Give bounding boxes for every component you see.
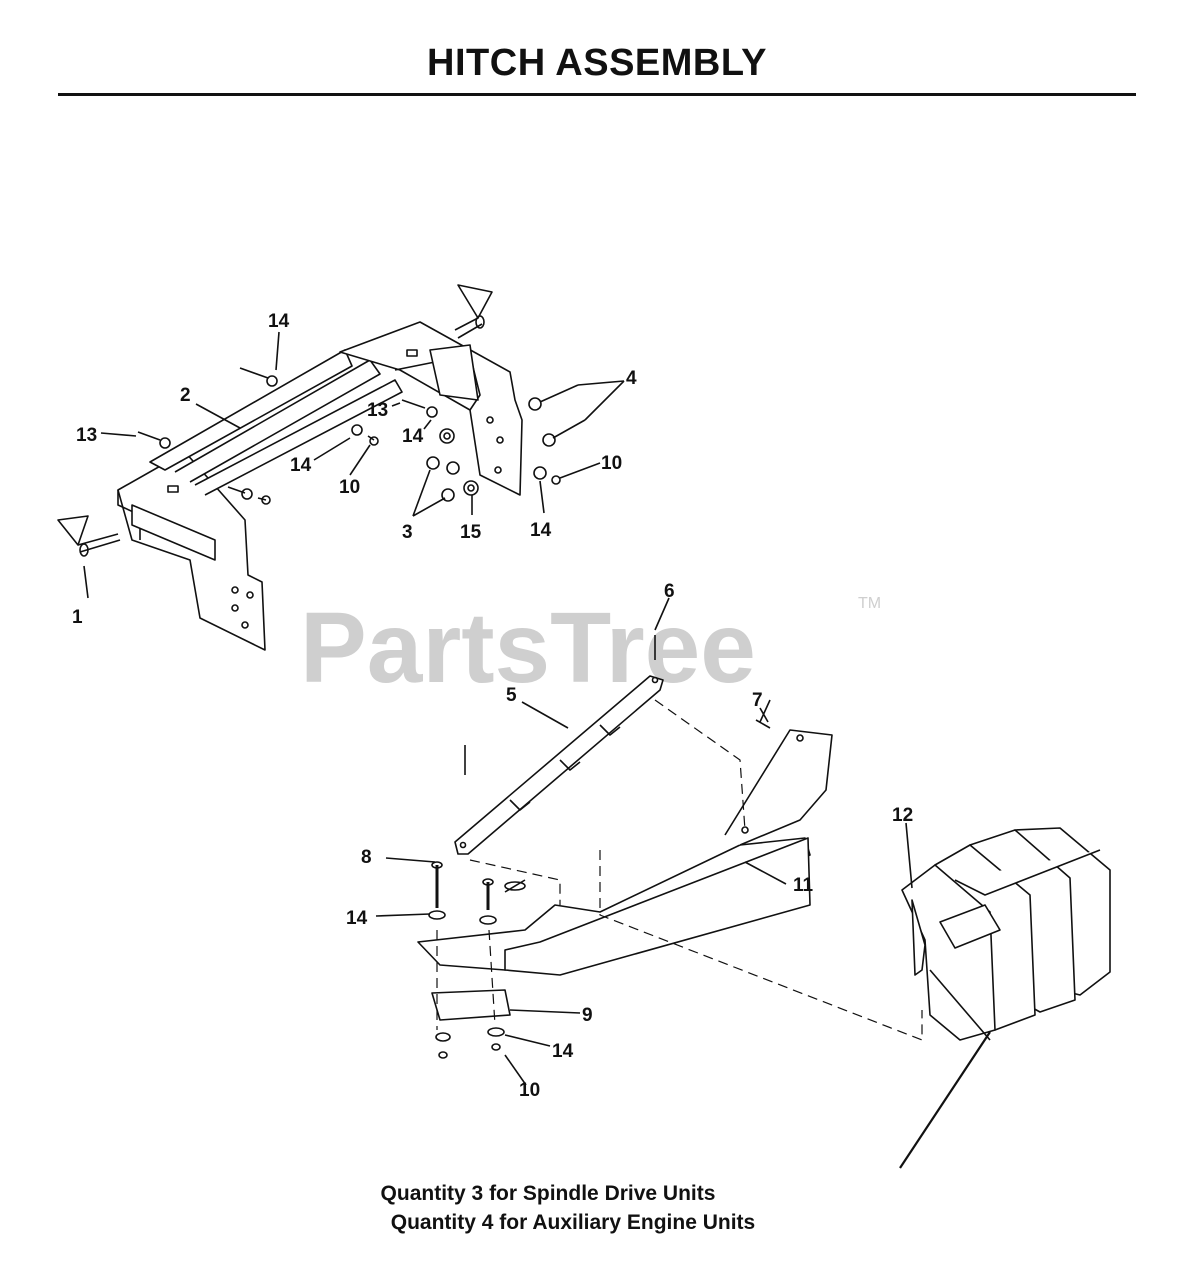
upper-hardware	[137, 367, 586, 505]
callout-8: 8	[361, 847, 372, 868]
weight-quantity-note-spindle: Quantity 3 for Spindle Drive Units	[380, 1182, 716, 1205]
weight-bracket	[417, 699, 833, 976]
callout-10-lower: 10	[519, 1080, 540, 1101]
callout-14-center: 14	[402, 426, 424, 447]
watermark-text: PartsTree	[300, 592, 756, 704]
callout-4: 4	[626, 368, 637, 389]
callout-5: 5	[506, 685, 517, 706]
title-divider	[58, 93, 1136, 96]
page-title: HITCH ASSEMBLY	[427, 42, 767, 84]
callout-10-right: 10	[601, 453, 622, 474]
hitch-frame	[117, 321, 523, 651]
callout-1: 1	[72, 607, 83, 628]
callout-13-right: 13	[367, 400, 388, 421]
callout-15: 15	[460, 522, 482, 543]
callout-6: 6	[664, 581, 675, 602]
callout-labels: 1 2 3 4 5 6 7 8 9 10 10 10 11 12 13 13 1…	[72, 311, 913, 1101]
callout-9: 9	[582, 1005, 593, 1026]
callout-11: 11	[793, 875, 814, 896]
callout-2: 2	[180, 385, 191, 406]
suitcase-weights	[901, 827, 1111, 1041]
callout-14-top: 14	[268, 311, 290, 332]
hitch-bar	[454, 635, 664, 855]
callout-3: 3	[402, 522, 413, 543]
callout-14-left: 14	[290, 455, 312, 476]
hitch-pin-left	[57, 515, 121, 557]
callout-12: 12	[892, 805, 913, 826]
hitch-pin-right	[454, 284, 493, 339]
leader-lines	[83, 331, 991, 1169]
callout-14-lower: 14	[552, 1041, 574, 1062]
weight-quantity-note-auxiliary: Quantity 4 for Auxiliary Engine Units	[390, 1211, 756, 1234]
callout-14-bracket: 14	[346, 908, 368, 929]
lower-plate	[431, 989, 511, 1021]
callout-10-upper: 10	[339, 477, 360, 498]
assembly-lines	[436, 699, 923, 1041]
callout-13-left: 13	[76, 425, 97, 446]
watermark-trademark: TM	[858, 595, 881, 612]
callout-14-right: 14	[530, 520, 552, 541]
lower-hardware	[428, 861, 526, 1059]
callout-7: 7	[752, 690, 763, 711]
